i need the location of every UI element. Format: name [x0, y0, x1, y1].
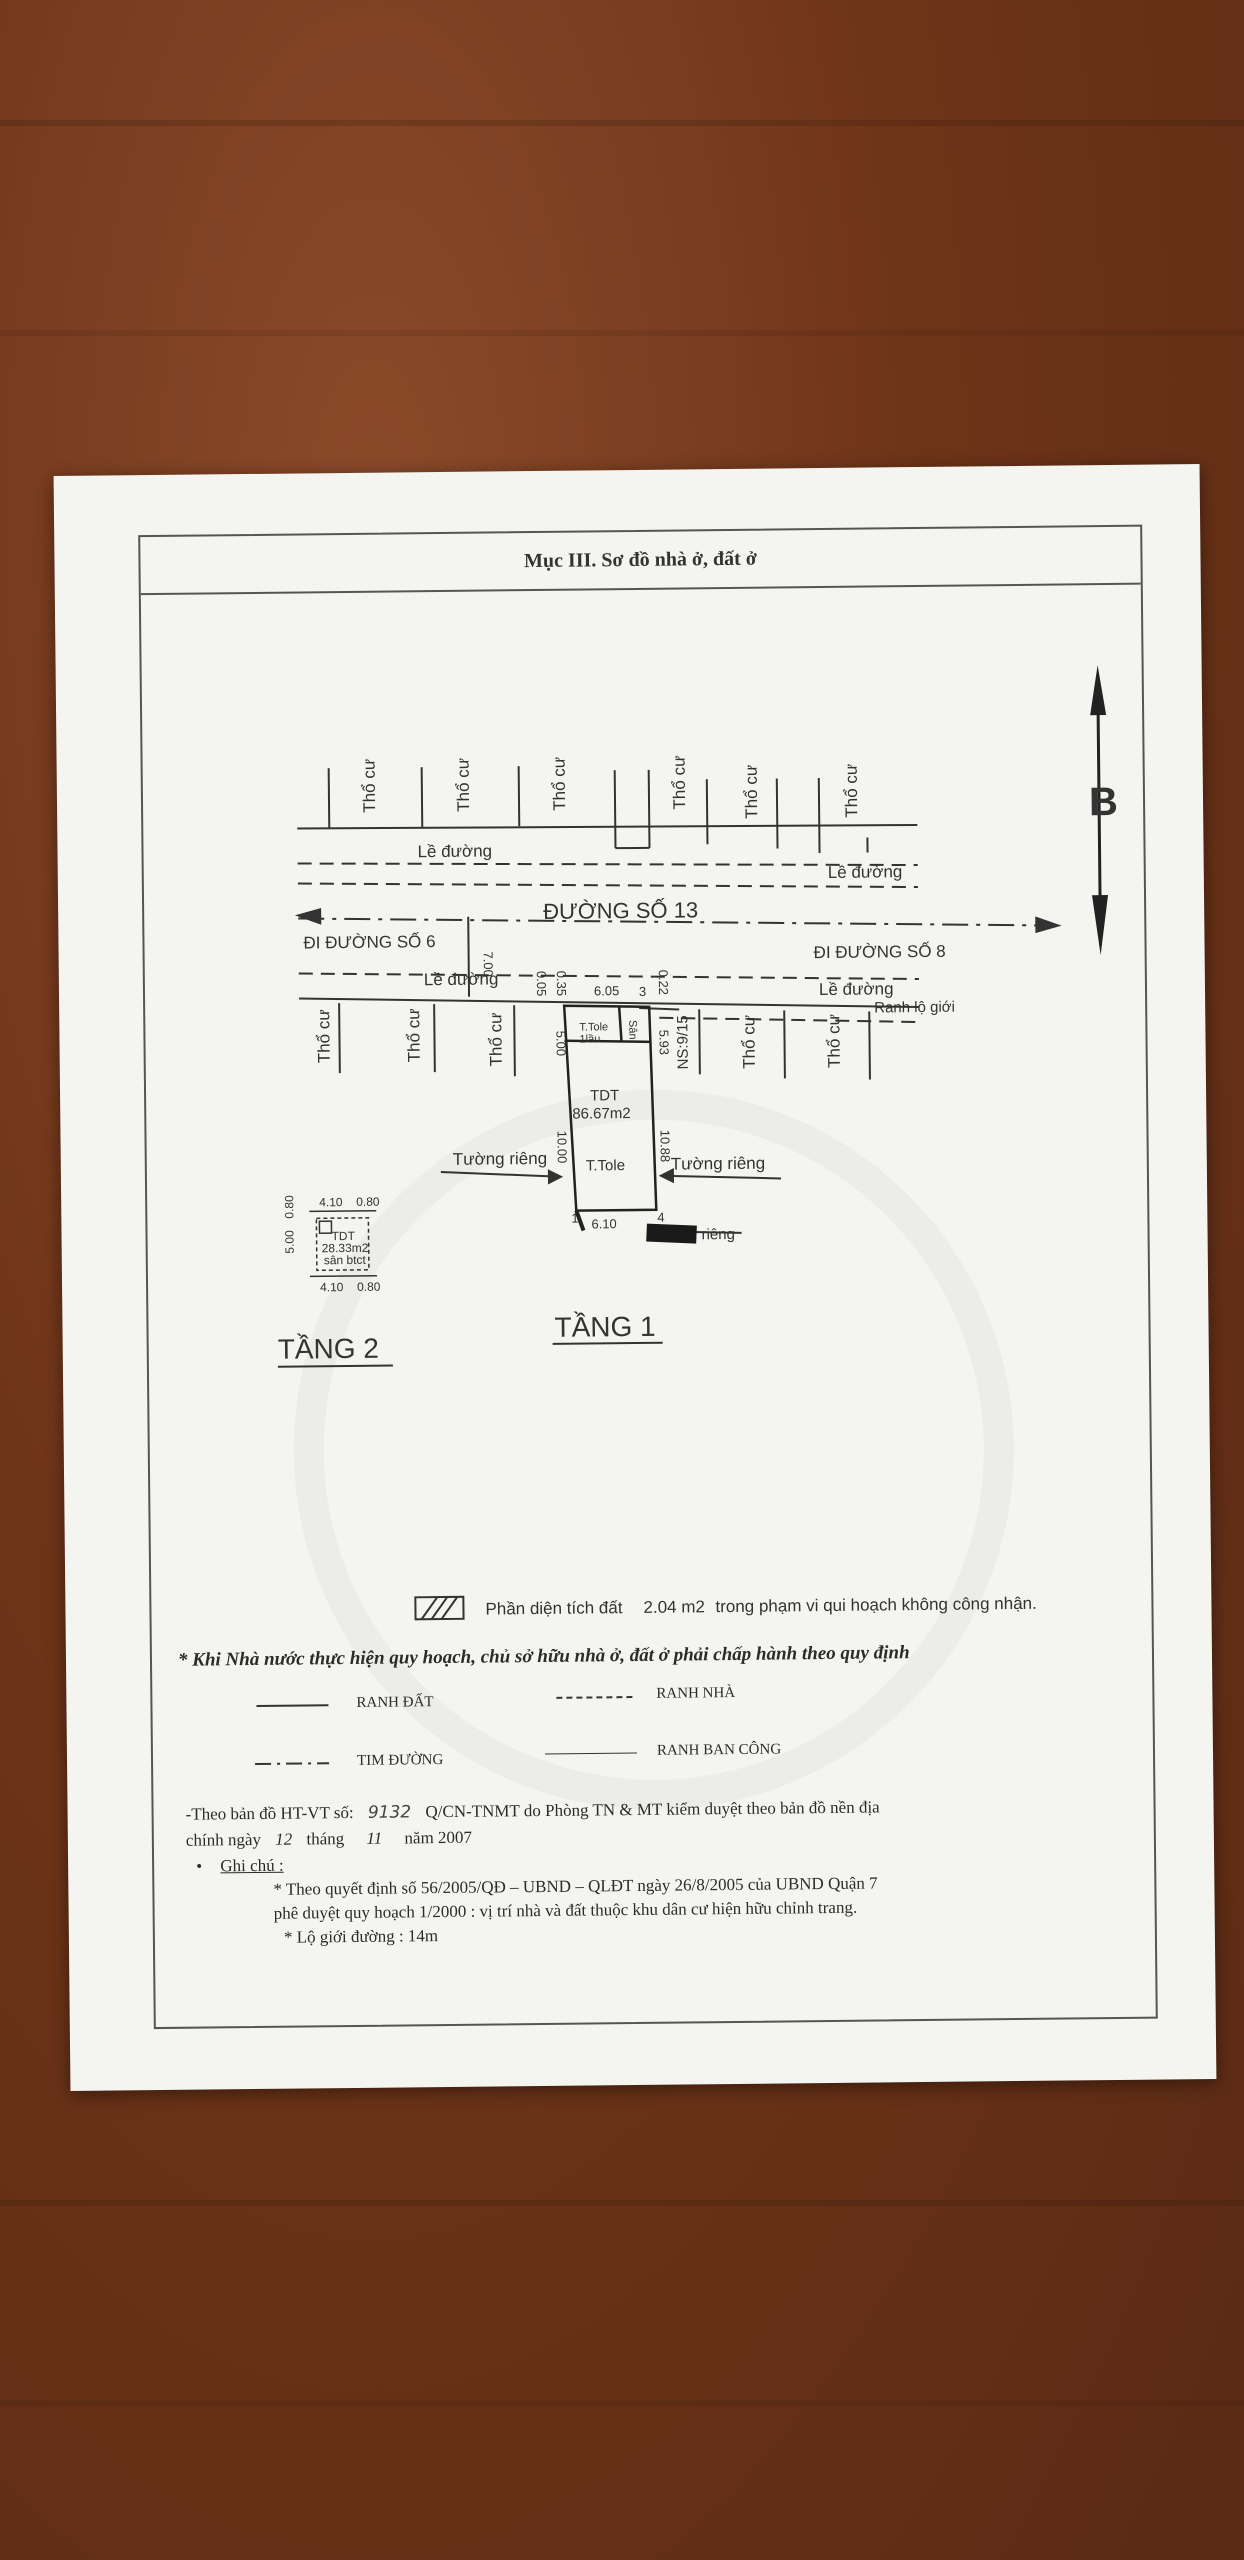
street-name: ĐƯỜNG SỐ 13: [543, 896, 698, 924]
roof-label: T.Tole: [579, 1021, 608, 1033]
boundary-label: Ranh lộ giới: [874, 999, 955, 1017]
legend-land: RANH ĐẤT: [356, 1694, 434, 1711]
north-lot-label: Thổ cư: [550, 757, 570, 811]
direction-right: ĐI ĐƯỜNG SỐ 8: [813, 941, 945, 962]
wall-label: riêng: [701, 1226, 735, 1243]
floor2-dimension: 0.80: [357, 1280, 381, 1294]
north-lot-label: Thổ cư: [742, 765, 762, 819]
hatch-note-prefix: Phần diện tích đất: [485, 1598, 623, 1618]
wall-label: Tường riêng: [453, 1149, 548, 1169]
north-arrow-icon: [1090, 665, 1109, 956]
dimension-label: 5.00: [553, 1031, 568, 1056]
notes-heading: • Ghi chú :: [196, 1856, 284, 1877]
floor2-dimension: 0.80: [282, 1195, 296, 1219]
sidewalk-label: Lề đường: [417, 841, 492, 861]
dimension-label: 0.22: [656, 970, 671, 995]
north-lot-label: Thổ cư: [670, 756, 690, 810]
dimension-label: 0.05: [534, 971, 549, 996]
document-page: Mục III. Sơ đồ nhà ở, đất ở B Thổ cư Thổ: [53, 464, 1217, 2091]
date-prefix: chính ngày: [185, 1829, 262, 1850]
floor-2-outline: [309, 1209, 377, 1278]
floor2-dimension: 4.10: [320, 1280, 344, 1294]
direction-left: ĐI ĐƯỜNG SỐ 6: [303, 931, 435, 952]
south-lot-label: Thổ cư: [486, 1012, 506, 1066]
sidewalk-label: Lề đường: [819, 979, 894, 999]
sidewalk-label: Lề đường: [828, 862, 903, 882]
dimension-label: 5.93: [656, 1030, 671, 1055]
floor2-area-value: 28.33m2: [322, 1241, 369, 1255]
north-lot-label: Thổ cư: [360, 759, 380, 813]
roof-label: T.Tole: [586, 1157, 625, 1174]
house-number: NS:9/15: [674, 1015, 692, 1069]
date-month: 11: [366, 1828, 383, 1848]
dimension-label: 10.00: [554, 1131, 569, 1164]
date-year: năm 2007: [404, 1827, 473, 1848]
dimension-label: 6.05: [594, 983, 619, 998]
floor2-dimension: 0.80: [356, 1195, 380, 1209]
dimension-label: 7.00: [481, 951, 496, 976]
south-lot-label: Thổ cư: [404, 1008, 424, 1062]
legend-house: RANH NHÀ: [656, 1684, 736, 1702]
roof-label: 1lầu: [579, 1033, 600, 1045]
south-lot-label: Thổ cư: [739, 1015, 759, 1069]
hatch-note-suffix: trong phạm vi qui hoạch không công nhận.: [715, 1594, 1037, 1616]
dimension-label: 0.35: [554, 971, 569, 996]
road-width-note: * Lộ giới đường : 14m: [283, 1926, 439, 1947]
hatch-legend-icon: [414, 1595, 465, 1621]
dimension-label: 6.10: [591, 1216, 616, 1231]
floor2-area-label: TDT: [331, 1229, 355, 1243]
legend-road-center: TIM ĐƯỜNG: [356, 1752, 444, 1769]
date-month-label: tháng: [306, 1829, 345, 1849]
wall-label: Tường riêng: [671, 1154, 766, 1174]
map-ref-prefix: -Theo bản đồ HT-VT số:: [185, 1802, 354, 1824]
area-label: TDT: [590, 1087, 619, 1104]
north-lot-label: Thổ cư: [454, 758, 474, 812]
map-date: chính ngày 12 tháng 11 năm 2007: [186, 1828, 472, 1851]
south-lot-label: Thổ cư: [824, 1014, 844, 1068]
corner-label: 4: [657, 1210, 664, 1225]
area-value: 86.67m2: [572, 1105, 631, 1123]
corner-label: 1: [571, 1211, 578, 1226]
sidewalk-label: Lề đường: [424, 969, 499, 989]
map-ref-suffix: Q/CN-TNMT do Phòng TN & MT kiểm duyệt th…: [425, 1797, 880, 1822]
dimension-label: 10.88: [657, 1130, 672, 1163]
site-plan-drawing: B Thổ cư Thổ cư Thổ cư Thổ cư Thổ cư Thổ…: [255, 665, 1118, 1766]
notes-heading-text: Ghi chú :: [220, 1855, 284, 1876]
porch-label: Sân: [626, 1020, 638, 1040]
main-lot-outline: [562, 1004, 658, 1232]
corner-label: 3: [639, 984, 646, 999]
floor2-dimension: 5.00: [282, 1230, 296, 1254]
hatch-note-value: 2.04 m2: [643, 1597, 705, 1617]
bullet-icon: •: [196, 1856, 203, 1876]
north-lot-label: Thổ cư: [842, 764, 862, 818]
date-day: 12: [275, 1829, 293, 1849]
floor2-dimension: 4.10: [319, 1195, 343, 1209]
floor2-note: sân btct: [324, 1253, 367, 1267]
floor-2-title: TẦNG 2: [278, 1333, 379, 1365]
south-lot-label: Thổ cư: [314, 1009, 334, 1063]
map-number: 9132: [367, 1802, 412, 1823]
floor-1-title: TẦNG 1: [554, 1311, 655, 1343]
compass-letter: B: [1089, 780, 1118, 824]
legend-balcony: RANH BAN CÔNG: [656, 1741, 782, 1759]
